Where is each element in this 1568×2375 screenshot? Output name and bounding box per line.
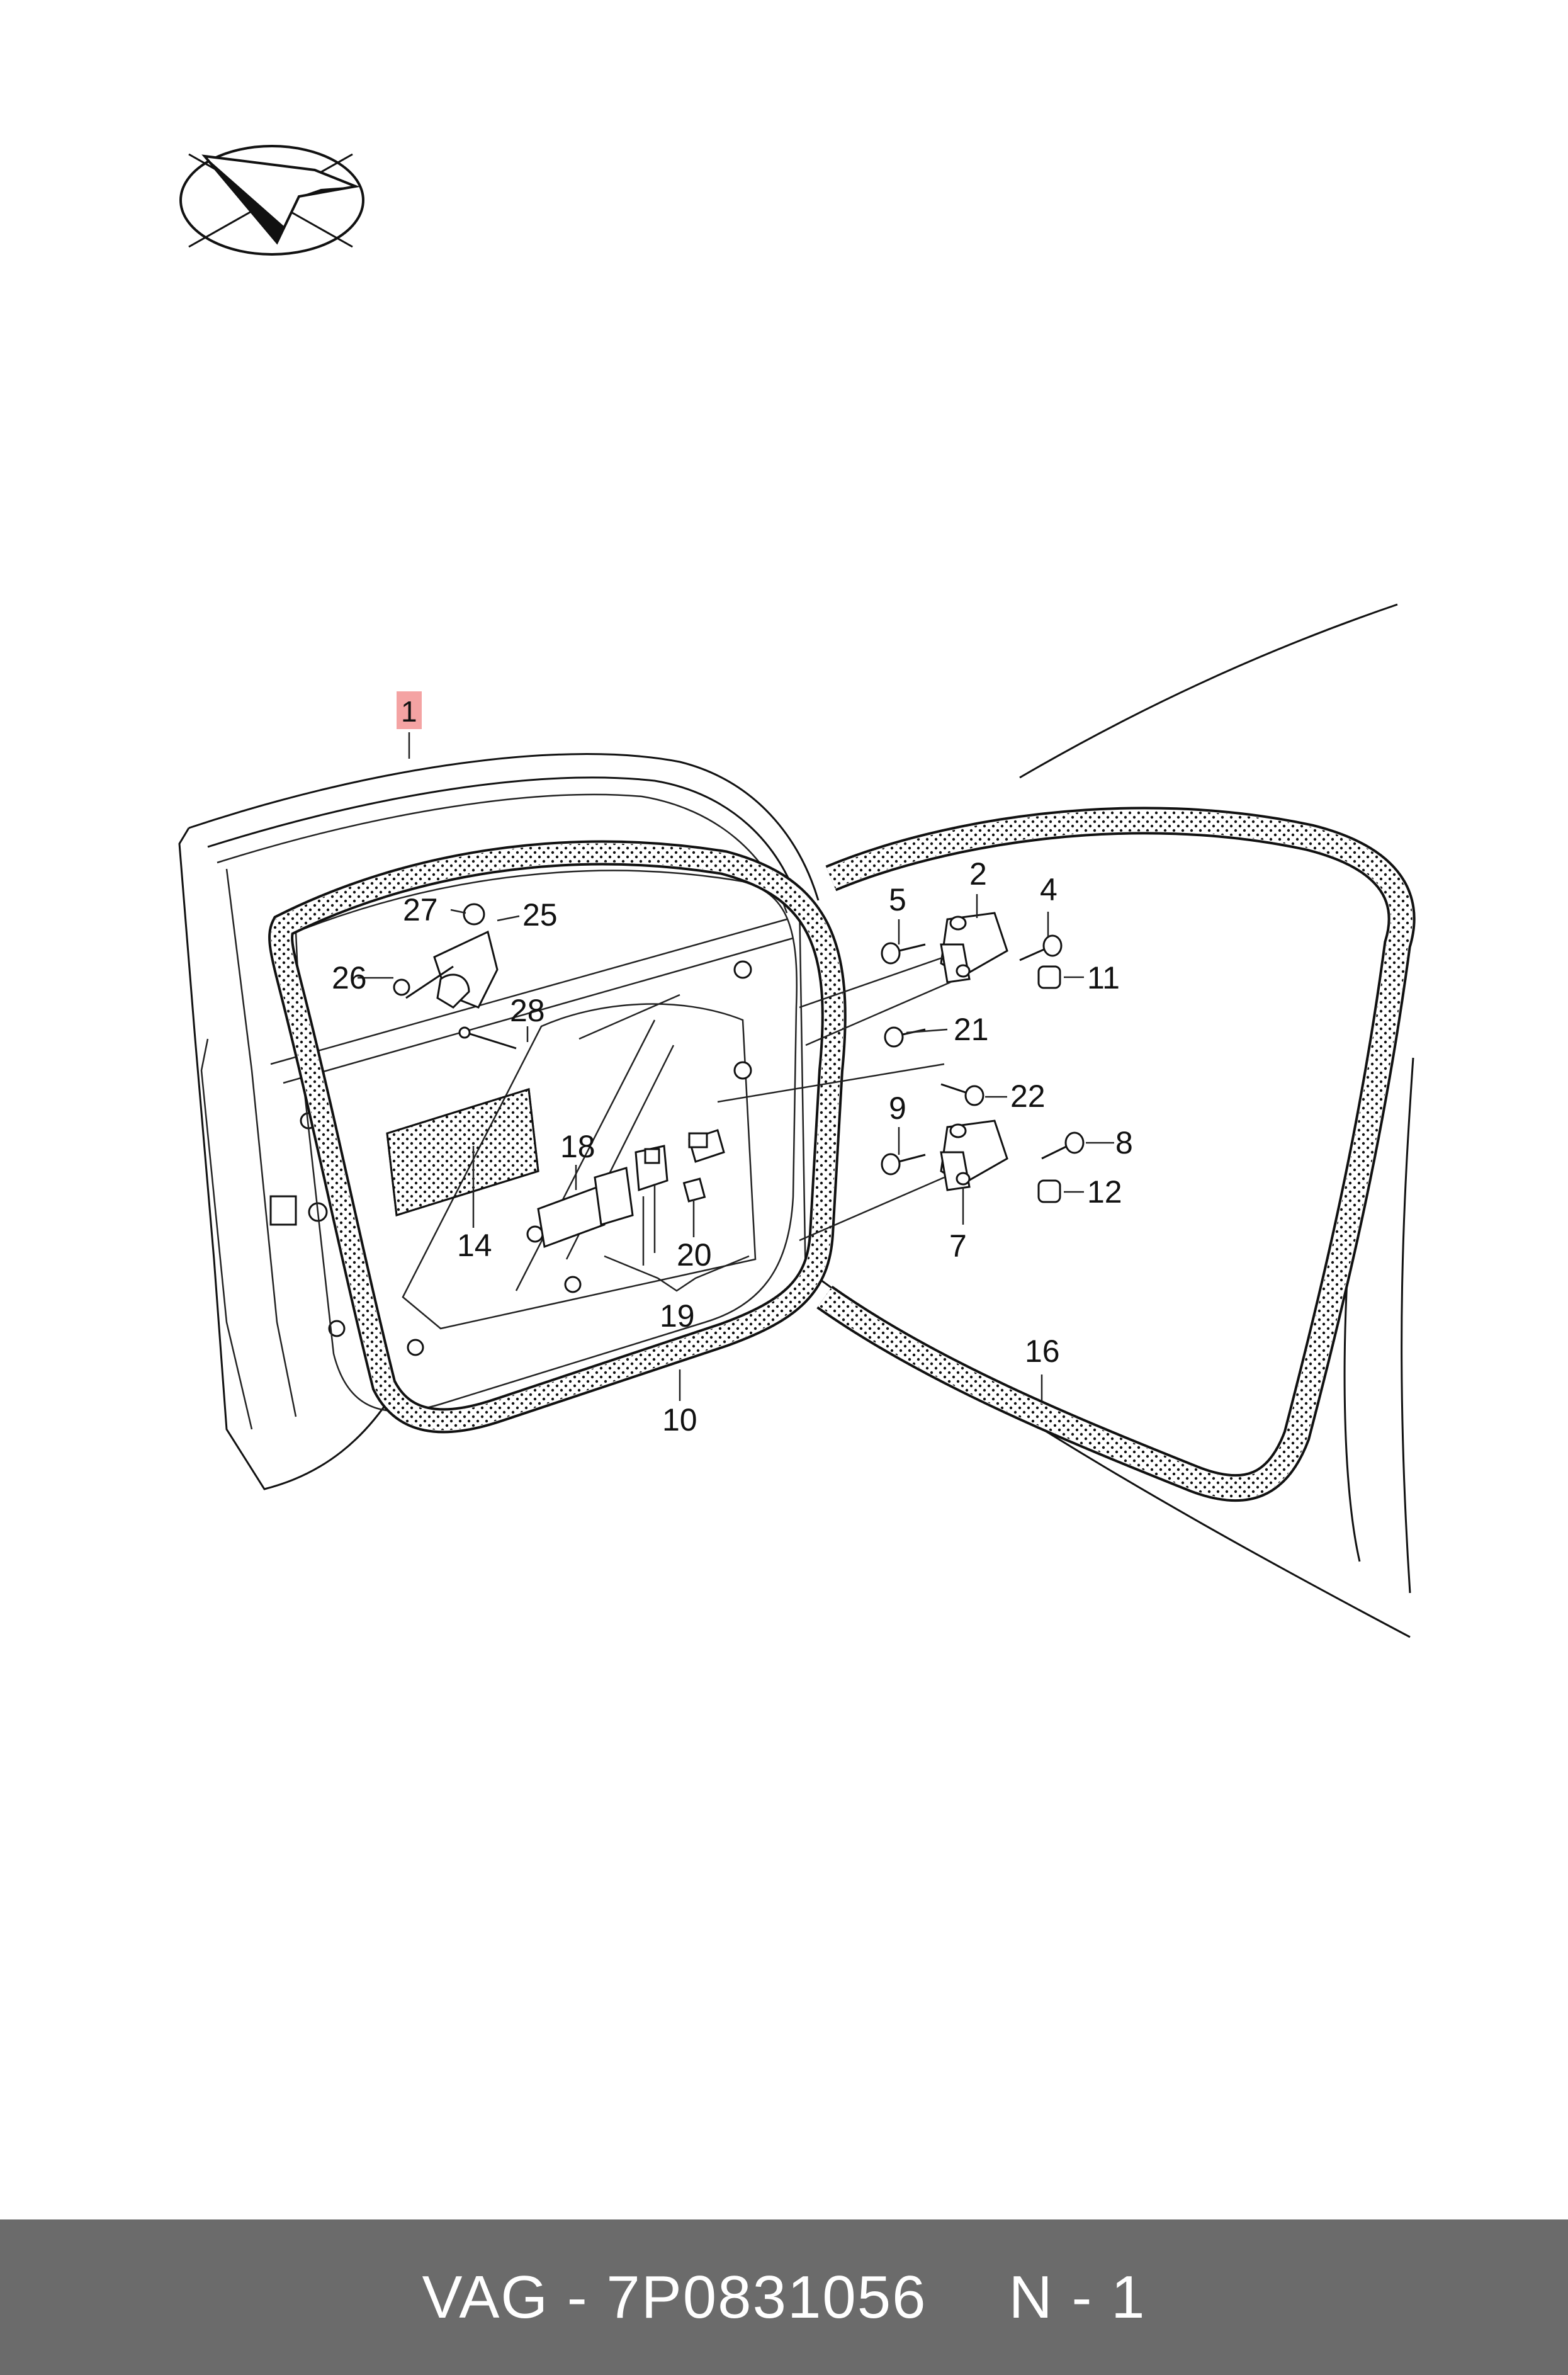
callout-labels: 1 2 4 5 7 8 9 10 11 12 14 16 18 19 20 21… [332,695,1133,1437]
callout-2: 2 [969,856,987,892]
callout-10: 10 [662,1402,697,1437]
callout-4: 4 [1040,872,1058,907]
callout-28: 28 [510,993,545,1028]
leader-lines [358,732,1114,1401]
callout-26: 26 [332,960,367,995]
callout-9: 9 [889,1091,906,1126]
callout-20: 20 [677,1237,712,1273]
part-number-label: VAG - 7P0831056 [422,2263,927,2331]
callout-22: 22 [1010,1079,1046,1114]
door-shell [178,753,820,1490]
callout-16: 16 [1025,1334,1060,1369]
lower-hinge [940,1119,1008,1191]
callout-1-highlight [397,691,422,729]
callout-5: 5 [889,882,906,917]
door-seal [268,840,847,1434]
callout-8: 8 [1115,1125,1133,1160]
callout-7: 7 [949,1228,967,1264]
door-inner-panel [295,870,798,1412]
callout-25: 25 [522,897,558,932]
page-indicator: N - 1 [1008,2263,1146,2331]
callout-19: 19 [660,1298,695,1334]
compass-arrow-logo-icon [179,145,364,256]
door-opening-seal [816,807,1416,1502]
upper-hinge [940,912,1008,983]
callout-12: 12 [1087,1174,1122,1210]
callout-18: 18 [560,1129,595,1164]
insulation-pad [386,1088,539,1216]
footer-bar: VAG - 7P0831056 N - 1 [0,2219,1568,2375]
door-check-strap [393,903,517,1050]
callout-27: 27 [403,892,438,927]
callout-14: 14 [457,1228,492,1263]
callout-21: 21 [954,1012,989,1047]
door-lock-module [537,1129,725,1249]
callout-1: 1 [401,695,417,728]
callout-11: 11 [1087,960,1120,995]
